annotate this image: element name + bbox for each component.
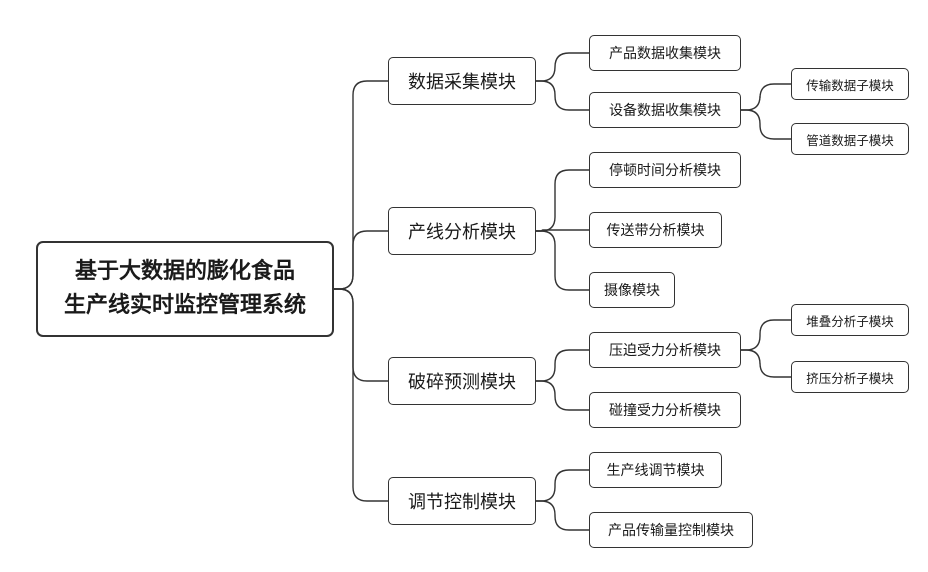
module-adjustment-control: 调节控制模块	[388, 477, 536, 525]
connector-n6-s3	[741, 320, 791, 350]
connector-m3-n7	[536, 381, 589, 410]
connector-m4-n8	[536, 470, 589, 501]
connector-m1-n2	[536, 81, 589, 110]
submodule-compression-force-analysis: 压迫受力分析模块	[589, 332, 741, 368]
submodule-camera: 摄像模块	[589, 272, 675, 308]
connector-m2-n3	[536, 170, 589, 231]
connector-m4-n9	[536, 501, 589, 530]
connector-m3-n6	[536, 350, 589, 381]
connector-n2-s1	[741, 84, 791, 110]
subsubmodule-stacking-analysis: 堆叠分析子模块	[791, 304, 909, 336]
subsubmodule-transmission-data: 传输数据子模块	[791, 68, 909, 100]
submodule-product-throughput-control: 产品传输量控制模块	[589, 512, 753, 548]
module-breakage-prediction: 破碎预测模块	[388, 357, 536, 405]
root-title-line-2: 生产线实时监控管理系统	[64, 289, 306, 323]
submodule-equipment-data-collection: 设备数据收集模块	[589, 92, 741, 128]
connector-m1-n1	[536, 53, 589, 81]
root-node-system-title: 基于大数据的膨化食品 生产线实时监控管理系统	[36, 241, 334, 337]
submodule-collision-force-analysis: 碰撞受力分析模块	[589, 392, 741, 428]
subsubmodule-pipeline-data: 管道数据子模块	[791, 123, 909, 155]
connector-root-m1	[334, 81, 388, 289]
connector-root-m2	[334, 231, 388, 289]
root-title-line-1: 基于大数据的膨化食品	[64, 255, 306, 289]
module-line-analysis: 产线分析模块	[388, 207, 536, 255]
submodule-product-data-collection: 产品数据收集模块	[589, 35, 741, 71]
subsubmodule-squeeze-analysis: 挤压分析子模块	[791, 361, 909, 393]
connector-root-m3	[334, 289, 388, 381]
connector-n2-s2	[741, 110, 791, 139]
submodule-downtime-analysis: 停顿时间分析模块	[589, 152, 741, 188]
connector-m2-n5	[536, 231, 589, 290]
connector-root-m4	[334, 289, 388, 501]
submodule-line-adjustment: 生产线调节模块	[589, 452, 722, 488]
submodule-conveyor-analysis: 传送带分析模块	[589, 212, 722, 248]
connector-n6-s4	[741, 350, 791, 377]
module-data-collection: 数据采集模块	[388, 57, 536, 105]
